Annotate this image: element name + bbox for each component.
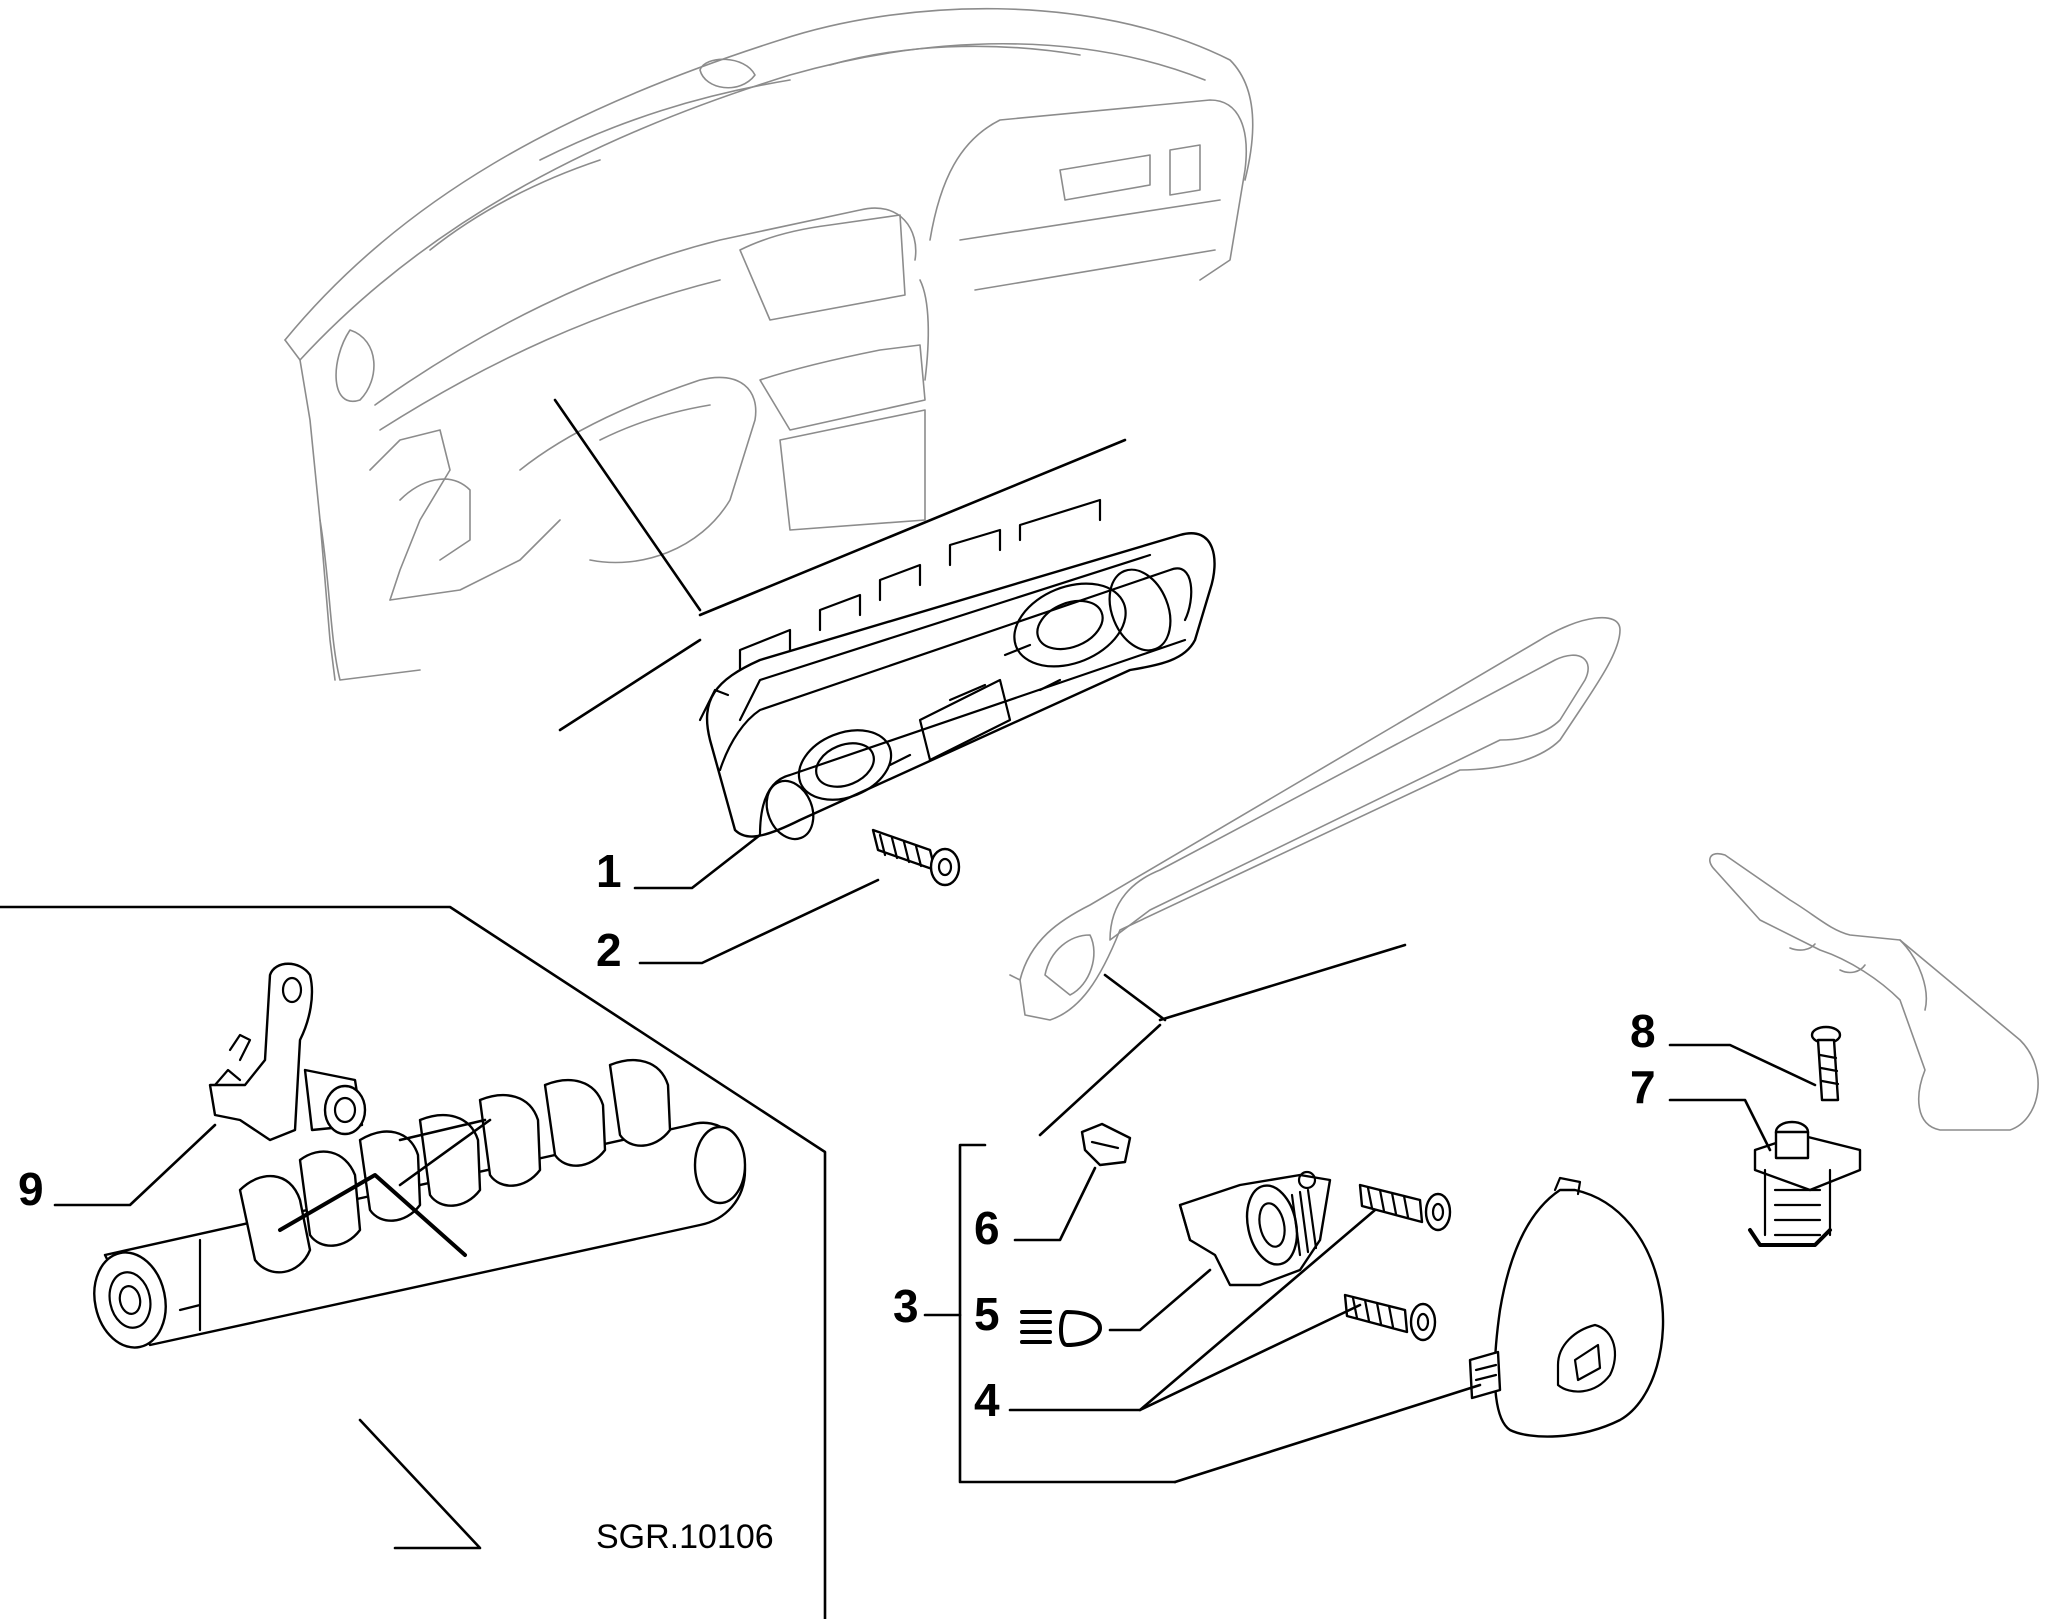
cluster-screw	[871, 828, 961, 887]
dashboard-outline	[284, 7, 1254, 681]
headlamp-symbol-icon	[1020, 1310, 1102, 1347]
clip-part-6	[1080, 1122, 1132, 1167]
switch-cover-part-3	[1468, 1176, 1665, 1438]
inset-panel-border	[0, 905, 827, 1619]
camshaft	[93, 1058, 747, 1349]
callout-1: 1	[596, 845, 622, 897]
headlamp-switch-part-5	[1178, 1170, 1332, 1287]
handbrake-lever-outline	[1709, 852, 2039, 1131]
bolt-part-8	[1810, 1025, 1842, 1102]
bezel-leader	[1038, 943, 1407, 1137]
callout-7: 7	[1630, 1061, 1656, 1113]
group-bracket-3	[923, 1143, 1177, 1484]
dashboard-leader	[553, 398, 1127, 732]
cluster-bezel-outline	[1009, 616, 1621, 1021]
callout-5: 5	[974, 1288, 1000, 1340]
callout-9: 9	[18, 1163, 44, 1215]
reference-code: SGR.10106	[596, 1518, 774, 1556]
callout-2: 2	[596, 924, 622, 976]
callout-6: 6	[974, 1202, 1000, 1254]
callout-leaders	[53, 833, 1817, 1550]
instrument-cluster	[698, 498, 1216, 841]
screw-part-4a	[1358, 1183, 1452, 1232]
screw-part-4b	[1343, 1293, 1437, 1342]
camshaft-pointers	[278, 1118, 492, 1257]
callout-3: 3	[893, 1280, 919, 1332]
callout-8: 8	[1630, 1005, 1656, 1057]
brake-switch-part-7	[1748, 1120, 1862, 1247]
callout-4: 4	[974, 1374, 1000, 1426]
camshaft-sensor-part-9	[208, 962, 367, 1142]
